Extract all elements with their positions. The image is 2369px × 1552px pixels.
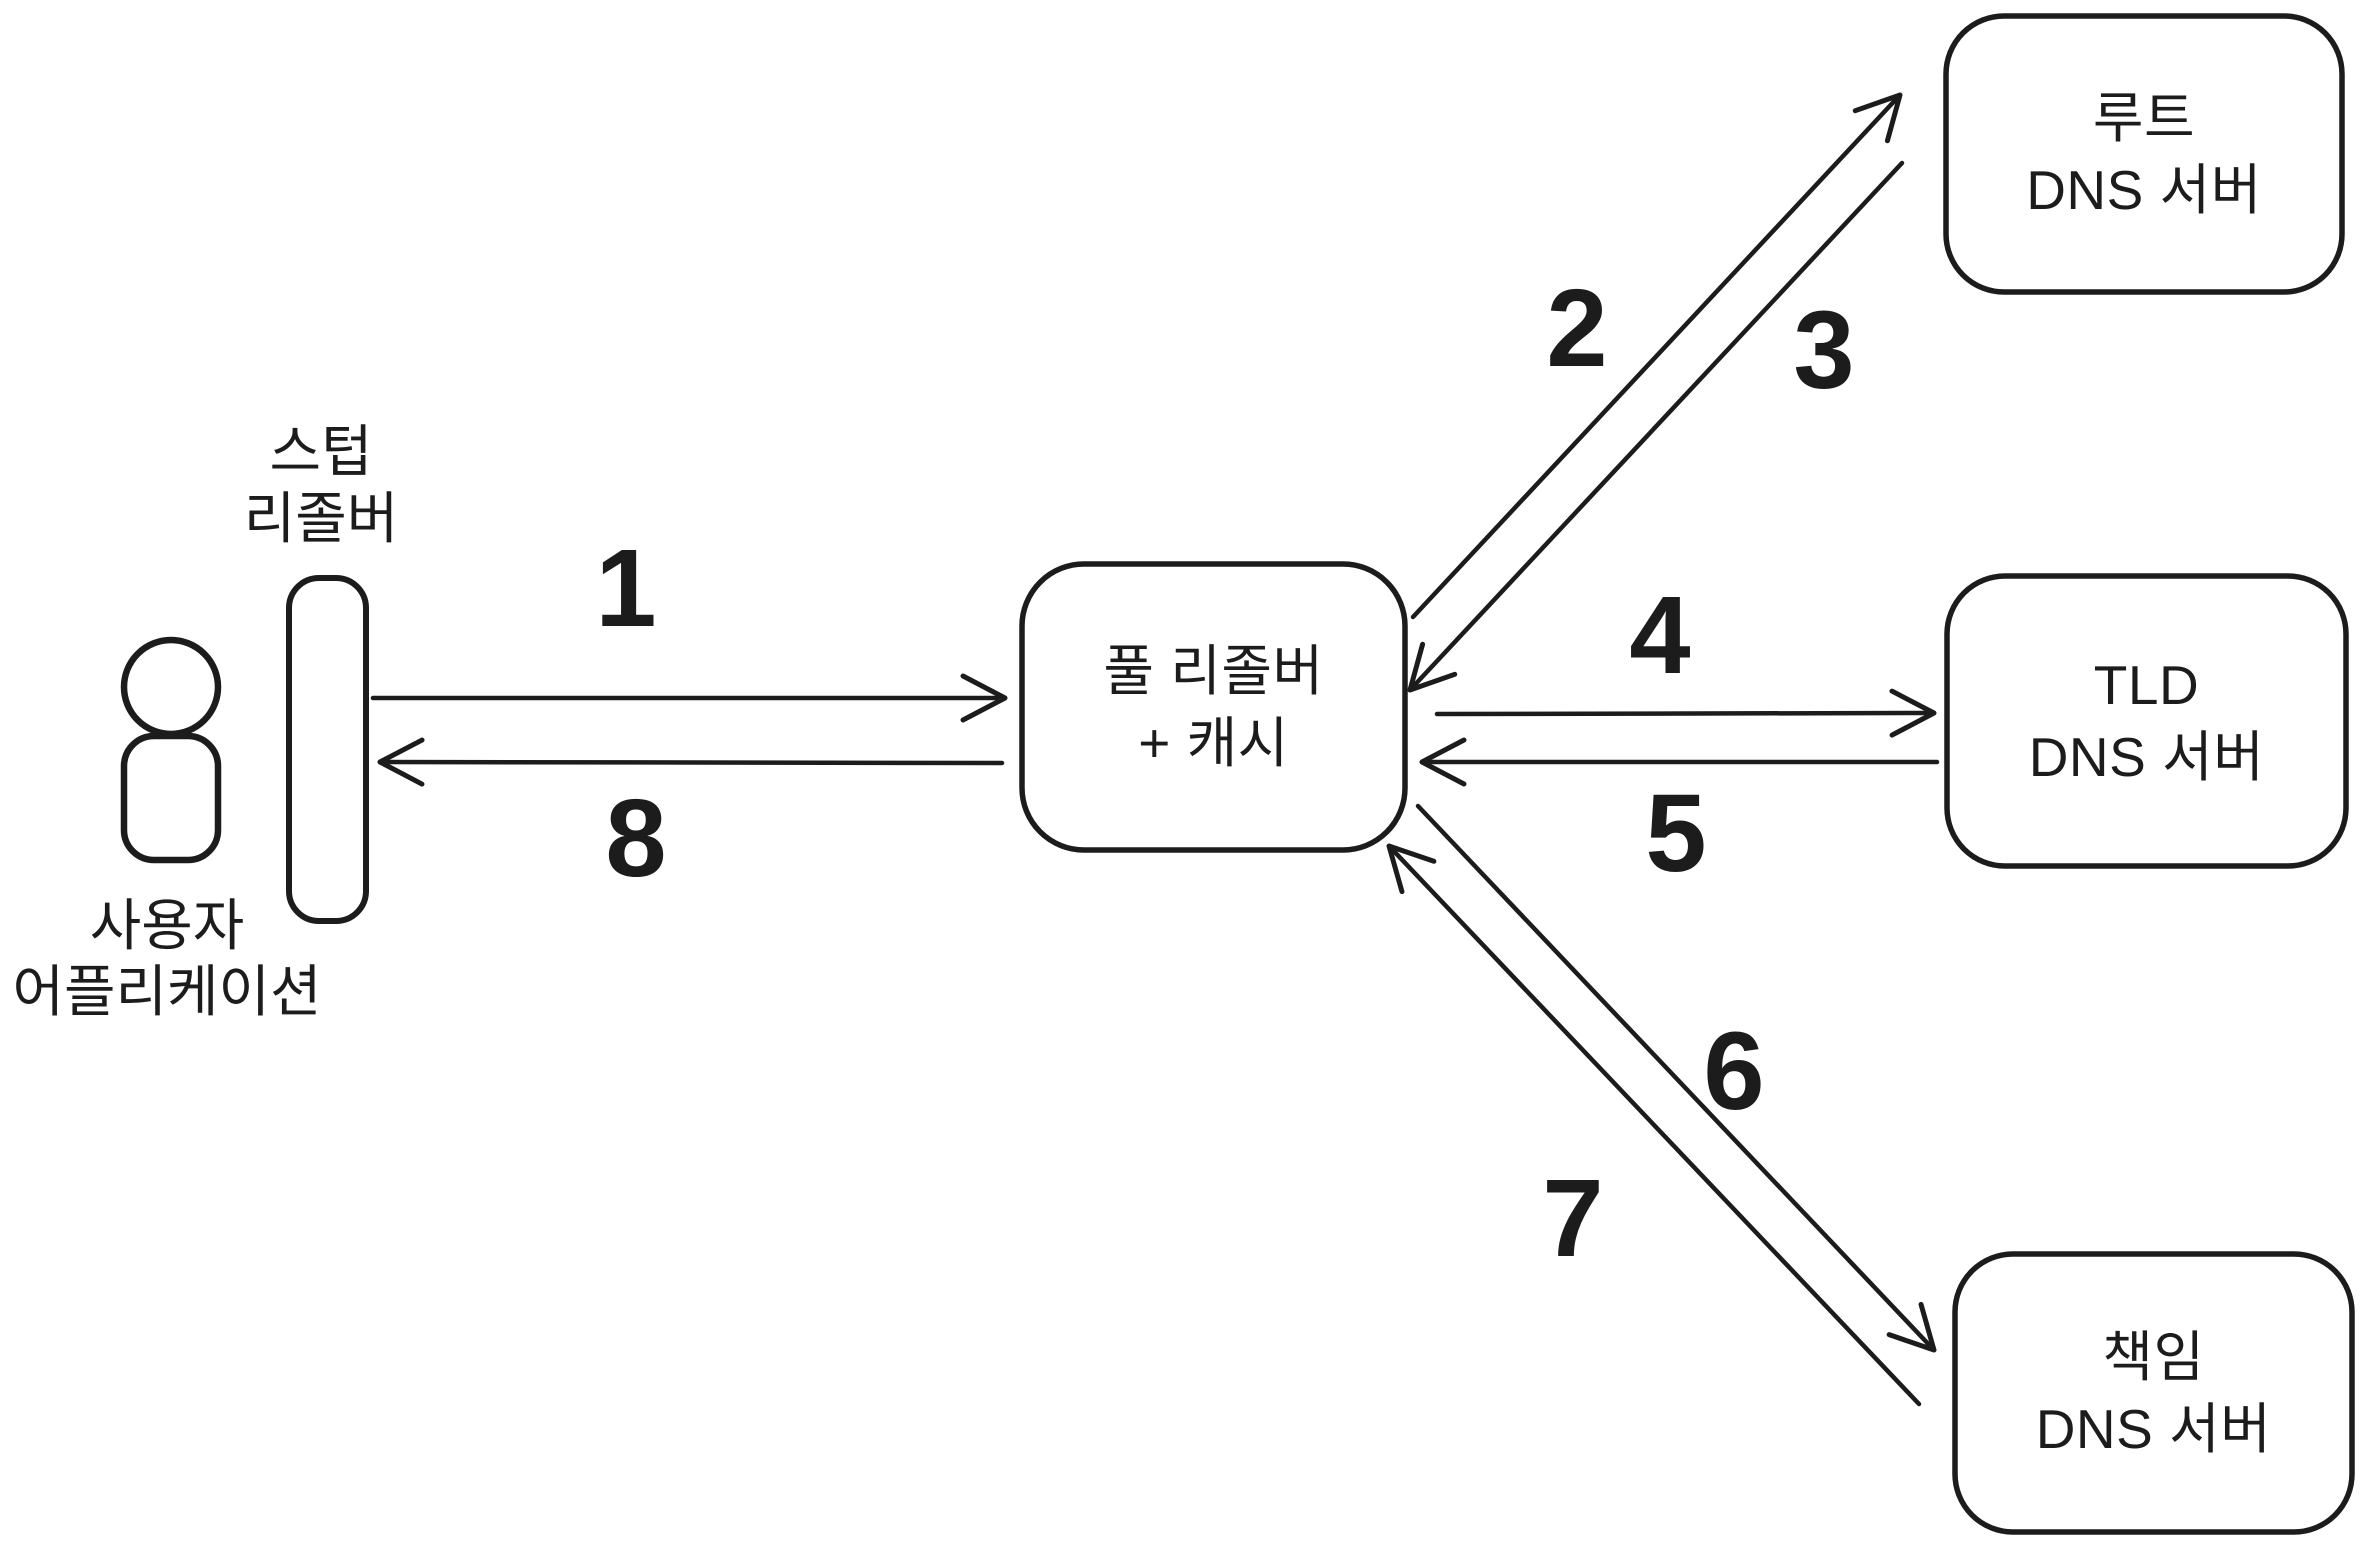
- user-application-label-line2: 어플리케이션: [12, 959, 322, 1023]
- tld-dns-label-line2: DNS 서버: [2028, 726, 2265, 788]
- step-number-2: 2: [1546, 267, 1608, 390]
- authoritative-dns-label: 책임 DNS 서버: [1955, 1254, 2352, 1532]
- full-resolver-label-line2: + 캐시: [1138, 712, 1289, 774]
- tld-dns-box: [1944, 573, 2349, 869]
- full-resolver-label-line1: 풀 리졸버: [1103, 639, 1324, 702]
- arrow-step-3: [1407, 160, 1905, 693]
- step-number-7: 7: [1542, 1157, 1604, 1280]
- arrow-step-8: [377, 737, 1005, 787]
- arrow-step-7: [1386, 843, 1922, 1407]
- step-number-5: 5: [1645, 772, 1707, 895]
- root-dns-label-line2: DNS 서버: [2026, 159, 2262, 221]
- person-body: [120, 732, 222, 864]
- stub-resolver-label: 스텁 리졸버: [191, 418, 451, 552]
- full-resolver-label: 풀 리졸버 + 캐시: [1022, 564, 1405, 850]
- user-application-label-line1: 사용자: [89, 894, 245, 957]
- stub-resolver-label-line2: 리졸버: [243, 487, 399, 551]
- authoritative-dns-box: [1952, 1251, 2355, 1535]
- arrow-step-2: [1410, 92, 1903, 620]
- stub-resolver-bar: [286, 575, 369, 924]
- authoritative-dns-label-line2: DNS 서버: [2035, 1398, 2272, 1460]
- step-number-8: 8: [605, 777, 667, 900]
- arrow-step-6: [1415, 803, 1937, 1353]
- full-resolver-box: [1019, 561, 1408, 853]
- arrow-step-4: [1434, 688, 1937, 738]
- root-dns-label: 루트 DNS 서버: [1946, 16, 2342, 292]
- person-head: [120, 636, 222, 738]
- step-number-3: 3: [1793, 289, 1855, 412]
- user-application-label: 사용자 어플리케이션: [6, 893, 328, 1024]
- root-dns-label-line1: 루트: [2092, 86, 2196, 149]
- step-number-1: 1: [595, 527, 657, 650]
- authoritative-dns-label-line1: 책임: [2102, 1325, 2205, 1388]
- step-number-4: 4: [1629, 574, 1691, 697]
- stub-resolver-label-line1: 스텁: [269, 420, 373, 483]
- tld-dns-label: TLD DNS 서버: [1947, 576, 2346, 866]
- step-number-6: 6: [1703, 1010, 1765, 1133]
- tld-dns-label-line1: TLD: [2093, 653, 2200, 716]
- root-dns-box: [1943, 13, 2345, 295]
- person-icon: [120, 636, 222, 864]
